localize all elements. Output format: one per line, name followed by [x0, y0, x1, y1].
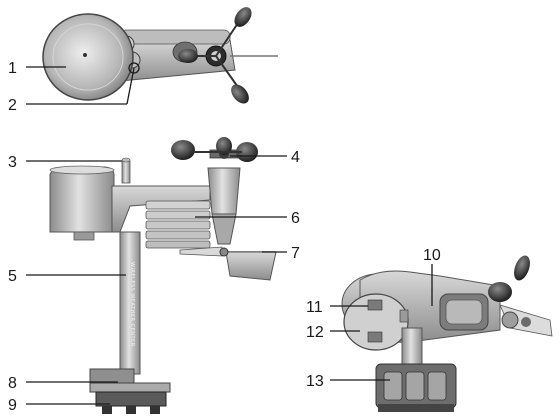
callout-11: 11 — [306, 299, 323, 316]
leader-lines — [26, 62, 433, 405]
callout-4: 4 — [291, 149, 300, 166]
pole-text: WIRELESS WEATHER CENTER — [129, 262, 135, 347]
radiation-shield — [145, 200, 211, 249]
callout-6: 6 — [291, 210, 300, 227]
top-view — [42, 7, 278, 104]
callout-10: 10 — [423, 247, 441, 264]
callout-numbers: 1 2 3 4 5 6 7 8 9 10 11 12 13 — [8, 60, 441, 414]
callout-1: 1 — [8, 60, 17, 77]
callout-5: 5 — [8, 268, 17, 285]
callout-12: 12 — [306, 324, 324, 341]
rain-gauge-funnel — [42, 13, 134, 101]
callout-9: 9 — [8, 397, 17, 414]
callout-7: 7 — [291, 245, 300, 262]
rain-gauge — [49, 166, 115, 233]
front-view: WIRELESS WEATHER CENTER — [49, 137, 277, 414]
callout-13: 13 — [306, 373, 324, 390]
callout-8: 8 — [8, 375, 17, 392]
callout-3: 3 — [8, 154, 17, 171]
callout-2: 2 — [8, 97, 17, 114]
underside-view — [341, 255, 553, 412]
